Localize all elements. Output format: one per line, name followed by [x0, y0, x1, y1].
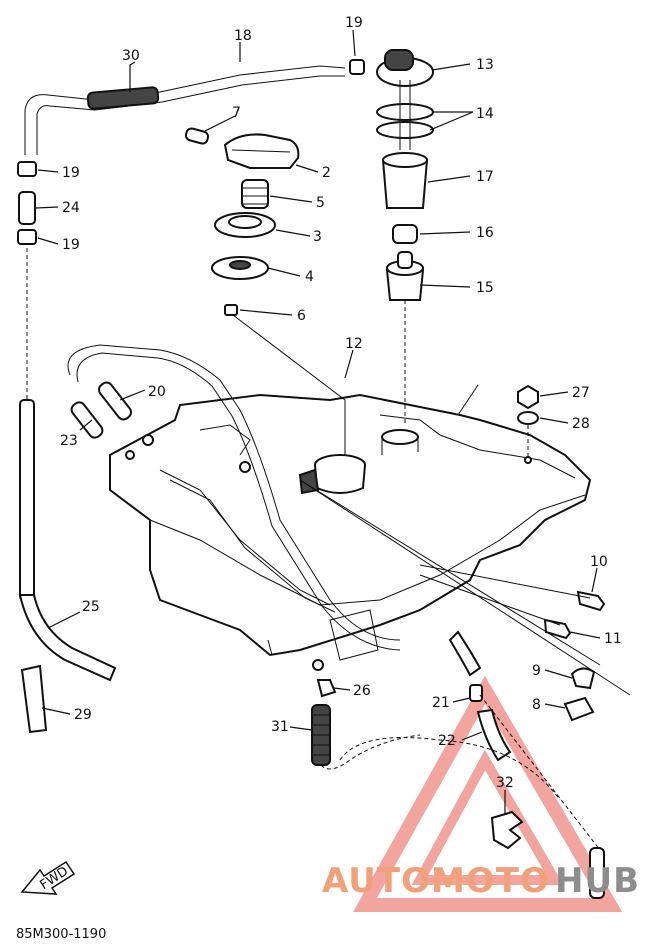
drain-fittings	[448, 630, 605, 899]
callout-4: 4	[305, 269, 314, 285]
breather-hose-loop	[67, 344, 401, 651]
routing-lines	[232, 314, 631, 851]
callout-2: 2	[322, 165, 331, 181]
callout-5: 5	[316, 195, 325, 211]
callout-16: 16	[476, 225, 494, 241]
leader-lines	[35, 29, 601, 815]
callout-13: 13	[476, 57, 494, 73]
watermark-brand-right: HUB	[555, 861, 640, 901]
front-direction-arrow: FWD	[20, 860, 76, 895]
callout-17: 17	[476, 169, 494, 185]
hose-coil-30	[86, 86, 160, 110]
callout-19-a: 19	[62, 165, 80, 181]
callout-15: 15	[476, 280, 494, 296]
callout-24: 24	[62, 200, 80, 216]
callout-26: 26	[353, 683, 371, 699]
callout-23: 23	[60, 433, 78, 449]
callout-9: 9	[532, 663, 541, 679]
callout-12: 12	[345, 336, 363, 352]
callout-29: 29	[74, 707, 92, 723]
callout-7: 7	[232, 105, 241, 121]
fuel-pump-assembly	[349, 49, 434, 425]
strap-29	[20, 664, 48, 734]
callout-6: 6	[297, 308, 306, 324]
callout-8: 8	[532, 697, 541, 713]
fuel-tank	[109, 393, 592, 671]
callout-20: 20	[148, 384, 166, 400]
hose-piece-23	[70, 401, 104, 439]
callout-22: 22	[438, 733, 456, 749]
callout-30: 30	[122, 48, 140, 64]
callout-10: 10	[590, 554, 608, 570]
filter-hose-26-31	[311, 679, 421, 770]
callout-18: 18	[234, 28, 252, 44]
callout-21: 21	[432, 695, 450, 711]
clamps-8-9	[563, 667, 596, 722]
breather-hose-30-18	[24, 65, 346, 155]
callout-3: 3	[313, 229, 322, 245]
callout-31: 31	[271, 719, 289, 735]
part-callouts: 30 18 19 13 14 7 2 17 5 3 16 4 15 6 19 2…	[60, 15, 622, 791]
callout-19-b: 19	[62, 237, 80, 253]
watermark-brand-left: AUTOMOTO	[322, 861, 550, 901]
callout-25: 25	[82, 599, 100, 615]
callout-32: 32	[496, 775, 514, 791]
callout-19-top: 19	[345, 15, 363, 31]
nut-washer-27-28	[517, 384, 539, 460]
bolts-10-11	[543, 590, 606, 640]
cap-assembly	[184, 127, 300, 316]
callout-11: 11	[604, 631, 622, 647]
callout-27: 27	[572, 385, 590, 401]
callout-14: 14	[476, 106, 494, 122]
hose-piece-20	[97, 381, 133, 421]
callout-28: 28	[572, 416, 590, 432]
diagram-code: 85M300-1190	[16, 927, 106, 942]
left-hose-assembly	[17, 161, 117, 682]
watermark-logo: AUTOMOTO HUB	[322, 861, 640, 901]
